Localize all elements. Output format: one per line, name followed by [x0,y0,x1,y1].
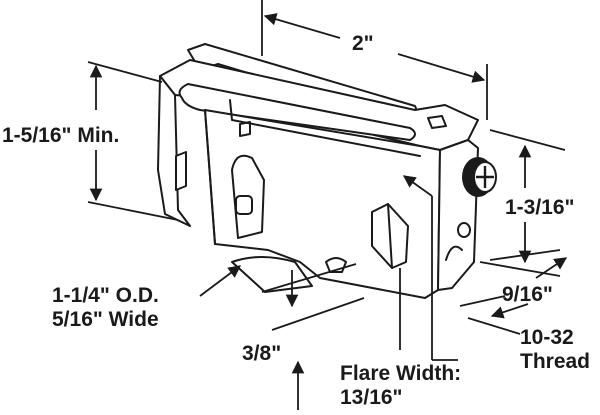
label-wheel-od: 1-1/4" O.D. [52,284,159,307]
roller-housing [157,43,479,299]
corner-tab [427,115,447,129]
label-width: 2" [352,32,374,55]
label-height-min: 1-5/16" Min. [2,124,120,147]
dim-thread-arrow [402,175,433,197]
dim-height-ext-bottom [87,201,179,221]
dim-depth-ext-bottom [459,295,506,307]
dim-depth-arrow-top [535,257,568,279]
label-wheel-width: 5/16" Wide [52,308,159,331]
label-depth: 9/16" [502,283,553,306]
phillips-screw-icon [462,157,497,197]
dim-depth-ext-top [489,249,561,261]
dim-od-leader [199,265,242,297]
axle-pin [235,195,253,215]
dim-10-32-leader [467,317,521,335]
label-thread: Thread [520,350,591,373]
end-hole [457,222,471,238]
dim-offset-ext-top [261,263,357,293]
dim-right-ext-bottom [479,261,561,277]
label-offset: 3/8" [242,342,282,365]
dim-right-ext-top [489,129,566,151]
dim-width-arrow-left [263,13,341,39]
label-flare-value: 13/16" [340,386,403,409]
dim-depth-arrow-bottom [490,303,529,319]
left-slot [175,151,187,191]
label-flare: Flare Width: [340,362,462,385]
dimension-lines [87,0,568,410]
dim-height-ext-top [87,61,163,83]
dim-width-arrow-right [397,53,486,83]
label-height-right: 1-3/16" [505,196,575,219]
label-thread-size: 10-32 [520,326,574,349]
left-side-wall [157,75,191,227]
dim-offset-ext-bottom [271,297,365,331]
top-rail-loop [178,83,416,141]
